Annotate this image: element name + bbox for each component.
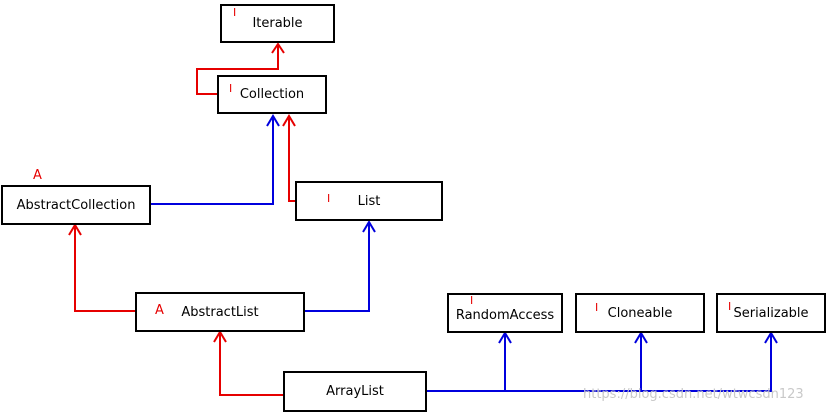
edge-arraylist-to-abstractlist xyxy=(213,330,284,396)
edge-abstractlist-to-list xyxy=(304,220,376,312)
node-label: Iterable xyxy=(252,16,303,31)
interface-badge: I xyxy=(233,6,237,19)
node-collection: Collection xyxy=(217,75,327,114)
node-label: Collection xyxy=(239,87,305,102)
abstract-badge: A xyxy=(155,303,164,318)
watermark-text: https://blog.csdn.net/wtwcsdn123 xyxy=(583,387,804,402)
node-randomaccess: RandomAccess xyxy=(447,293,563,333)
interface-badge: I xyxy=(229,82,233,95)
edge-collection-to-iterable xyxy=(196,42,285,95)
node-abstractcollection: AbstractCollection xyxy=(1,185,151,225)
node-label: Serializable xyxy=(733,305,809,321)
node-cloneable: Cloneable xyxy=(575,293,705,333)
node-label: AbstractCollection xyxy=(16,197,136,213)
node-label: ArrayList xyxy=(326,384,384,399)
edge-abstractcollection-to-collection xyxy=(150,114,280,205)
node-arraylist: ArrayList xyxy=(283,371,427,412)
edge-list-to-collection xyxy=(282,114,296,202)
node-list: List xyxy=(295,181,443,221)
interface-badge: I xyxy=(728,300,732,313)
abstract-badge: A xyxy=(33,168,42,183)
edge-abstractlist-to-abstractcollection xyxy=(68,223,136,312)
interface-badge: I xyxy=(595,301,599,314)
node-label: AbstractList xyxy=(181,304,259,320)
node-label: RandomAccess xyxy=(455,307,555,323)
node-label: Cloneable xyxy=(607,305,673,321)
node-abstractlist: AbstractList xyxy=(135,292,305,332)
node-iterable: Iterable xyxy=(220,4,335,43)
node-label: List xyxy=(357,193,381,209)
node-serializable: Serializable xyxy=(716,293,826,333)
edge-arraylist-to-interfaces xyxy=(426,331,778,392)
interface-badge: I xyxy=(327,192,331,205)
interface-badge: I xyxy=(470,294,474,307)
